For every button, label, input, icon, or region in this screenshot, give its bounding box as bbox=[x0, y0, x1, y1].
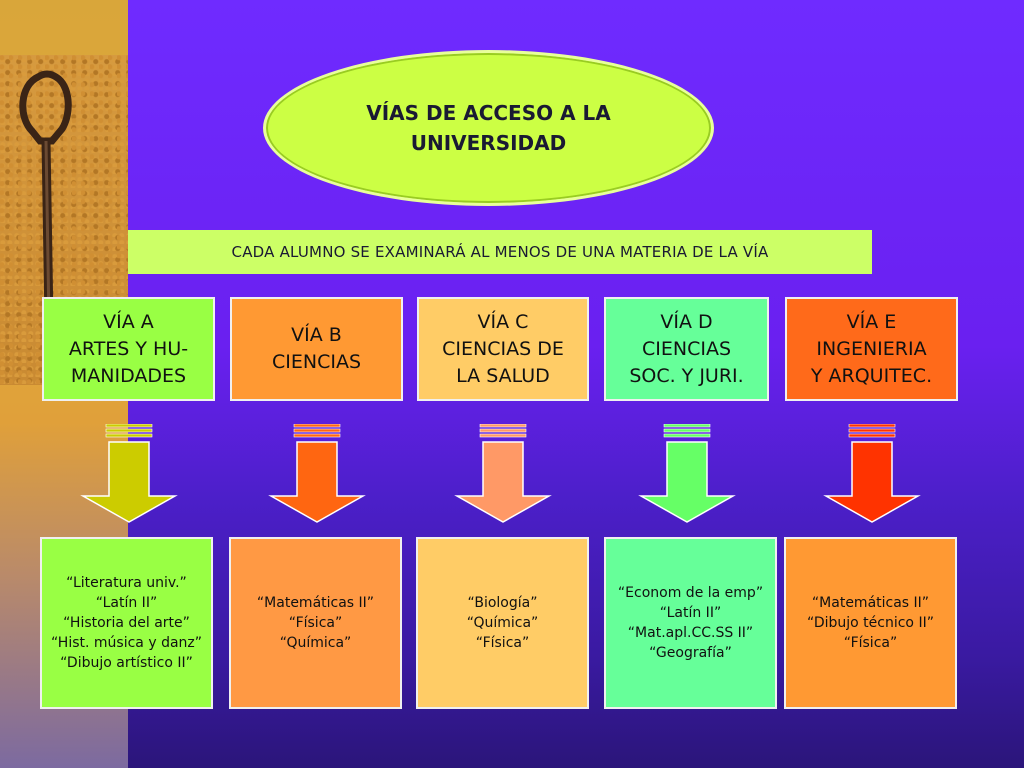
via-a-subjects-box: “Literatura univ.” “Latín II” “Historia de… bbox=[40, 537, 213, 709]
via-b-down-arrow-icon bbox=[267, 424, 366, 523]
subject-item: “Química” bbox=[279, 635, 352, 651]
via-b-box: VÍA B CIENCIAS bbox=[230, 297, 403, 401]
via-e-subjects-list: “Matemáticas II” “Dibujo técnico II” “Físi… bbox=[807, 593, 934, 653]
via-c-subjects-list: “Biología” “Química” “Física” bbox=[467, 593, 539, 653]
subject-item: “Dibujo artístico II” bbox=[60, 655, 193, 671]
subject-item: “Literatura univ.” bbox=[66, 575, 187, 591]
via-b-subjects-list: “Matemáticas II” “Física” “Química” bbox=[257, 593, 374, 653]
via-c-box: VÍA C CIENCIAS DE LA SALUD bbox=[417, 297, 589, 401]
subject-item: “Geografía” bbox=[649, 645, 732, 661]
subject-item: “Matemáticas II” bbox=[811, 595, 930, 611]
via-d-label: VÍA D CIENCIAS SOC. Y JURI. bbox=[629, 310, 744, 387]
via-e-box: VÍA E INGENIERIA Y ARQUITEC. bbox=[785, 297, 958, 401]
instruction-banner: CADA ALUMNO SE EXAMINARÁ AL MENOS DE UNA… bbox=[128, 230, 872, 274]
instruction-text: CADA ALUMNO SE EXAMINARÁ AL MENOS DE UNA… bbox=[231, 243, 769, 261]
via-b-subjects-box: “Matemáticas II” “Física” “Química” bbox=[229, 537, 402, 709]
via-a-label: VÍA A ARTES Y HU- MANIDADES bbox=[68, 310, 189, 387]
subject-item: “Física” bbox=[475, 635, 530, 651]
title-ellipse: VÍAS DE ACCESO A LA UNIVERSIDAD bbox=[263, 50, 714, 206]
subject-item: “Biología” bbox=[467, 595, 538, 611]
via-d-down-arrow-icon bbox=[637, 424, 736, 523]
via-a-box: VÍA A ARTES Y HU- MANIDADES bbox=[42, 297, 215, 401]
via-c-down-arrow-icon bbox=[454, 424, 552, 523]
via-e-down-arrow-icon bbox=[822, 424, 921, 523]
subject-item: “Física” bbox=[288, 615, 343, 631]
via-d-subjects-box: “Econom de la emp” “Latín II” “Mat.apl.CC.… bbox=[604, 537, 777, 709]
via-d-box: VÍA D CIENCIAS SOC. Y JURI. bbox=[604, 297, 769, 401]
via-c-label: VÍA C CIENCIAS DE LA SALUD bbox=[442, 310, 564, 387]
via-e-subjects-box: “Matemáticas II” “Dibujo técnico II” “Físi… bbox=[784, 537, 957, 709]
via-b-label: VÍA B CIENCIAS bbox=[271, 324, 362, 373]
via-e-label: VÍA E INGENIERIA Y ARQUITEC. bbox=[810, 310, 933, 387]
via-c-subjects-box: “Biología” “Química” “Física” bbox=[416, 537, 589, 709]
title-line-2: UNIVERSIDAD bbox=[410, 131, 567, 155]
via-a-down-arrow-icon bbox=[79, 424, 178, 523]
via-d-subjects-list: “Econom de la emp” “Latín II” “Mat.apl.CC.… bbox=[618, 583, 763, 663]
subject-item: “Hist. música y danz” bbox=[50, 635, 203, 651]
subject-item: “Mat.apl.CC.SS II” bbox=[627, 625, 754, 641]
subject-item: “Matemáticas II” bbox=[256, 595, 375, 611]
subject-item: “Econom de la emp” bbox=[617, 585, 764, 601]
via-a-subjects-list: “Literatura univ.” “Latín II” “Historia de… bbox=[51, 573, 202, 673]
diagram-title: VÍAS DE ACCESO A LA UNIVERSIDAD bbox=[324, 98, 654, 158]
subject-item: “Latín II” bbox=[95, 595, 158, 611]
subject-item: “Latín II” bbox=[659, 605, 722, 621]
subject-item: “Historia del arte” bbox=[63, 615, 190, 631]
title-line-1: VÍAS DE ACCESO A LA bbox=[366, 101, 611, 125]
subject-item: “Dibujo técnico II” bbox=[807, 615, 934, 631]
subject-item: “Física” bbox=[843, 635, 898, 651]
subject-item: “Química” bbox=[466, 615, 539, 631]
